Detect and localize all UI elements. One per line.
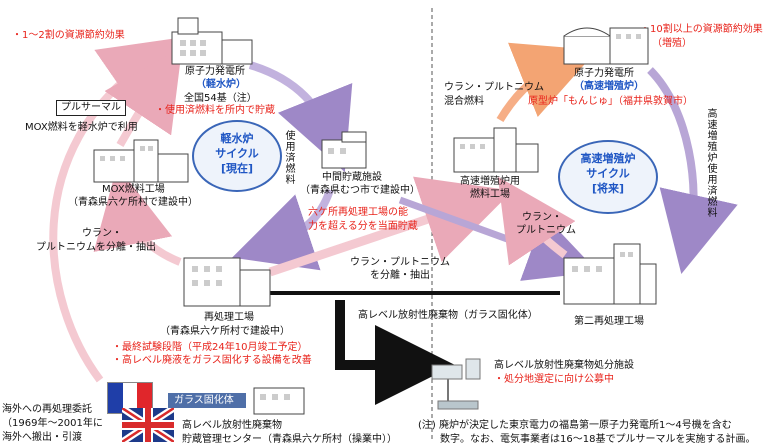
lwr-cycle-oval: 軽水炉 サイクル [現在] xyxy=(192,120,282,192)
disposal-note: ・処分地選定に向け公募中 xyxy=(494,374,614,385)
arrow-mox-to-lwr xyxy=(104,46,183,147)
reprocessing-plant-icon xyxy=(183,257,271,307)
disposal-name: 高レベル放射性廃棄物処分施設 xyxy=(494,360,634,371)
arrow-fbr-plant-to-second-reproc xyxy=(647,67,738,275)
spent-fuel-label: 使用済燃料 xyxy=(283,130,294,185)
center-uranium-label-2: を分離・抽出 xyxy=(370,270,430,281)
fbr-cycle-status: [将来] xyxy=(591,182,625,195)
fbr-fuel-plant-line2: 燃料工場 xyxy=(470,189,510,200)
interim-location: （青森県むつ市で建設中） xyxy=(300,185,420,196)
lwr-cycle-subtitle: サイクル xyxy=(215,147,259,160)
fbr-spent-fuel-label: 高速増殖炉使用済燃料 xyxy=(705,108,716,218)
reprocessing-note-1: ・最終試験段階（平成24年10月竣工予定） xyxy=(112,342,308,353)
lwr-plant-note: ・使用済燃料を所内で貯蔵 xyxy=(155,105,275,116)
storage-center-line2: 貯蔵管理センター（青森県六ケ所村（操業中）） xyxy=(182,434,397,445)
overseas-line-2: （1969年～2001年に xyxy=(2,418,103,429)
lwr-plant-icon xyxy=(171,17,253,65)
interim-note-1: 六ケ所再処理工場の能 xyxy=(308,207,408,218)
arrow-lwr-to-interim xyxy=(248,61,353,173)
storage-center-line1: 高レベル放射性廃棄物 xyxy=(182,420,282,431)
overseas-line-1: 海外への再処理委託 xyxy=(2,404,92,415)
storage-center-icon xyxy=(253,387,305,415)
footnote-line-2: 数字。なお、電気事業者は16～18基でプルサーマルを実施する計画。 xyxy=(440,434,756,445)
mox-plant-icon xyxy=(93,139,189,183)
fbr-uranium-label-1: ウラン・ xyxy=(522,212,562,223)
interim-name: 中間貯蔵施設 xyxy=(322,172,382,183)
second-reprocessing-name: 第二再処理工場 xyxy=(574,316,644,327)
lwr-plant-name: 原子力発電所 xyxy=(185,66,245,77)
arrow-second-reproc-to-fbr-fuel xyxy=(497,176,576,266)
footnote-line-1: (注) 廃炉が決定した東京電力の福島第一原子力発電所1～4号機を含む xyxy=(418,420,732,431)
disposal-facility-icon xyxy=(431,358,481,410)
pluthermal-desc: MOX燃料を軽水炉で利用 xyxy=(25,122,138,133)
reprocessing-location: （青森県六ケ所村で建設中） xyxy=(160,326,290,337)
arrow-fbr-fuel-to-fbr-plant xyxy=(496,42,598,123)
lwr-plant-type: （軽水炉） xyxy=(196,79,246,90)
top-right-note-2: （増殖） xyxy=(652,38,692,49)
mox-plant-name: MOX燃料工場 xyxy=(102,184,165,195)
top-right-note-1: ・10割以上の資源節約効果 xyxy=(640,24,763,35)
interim-note-2: 力を超える分を当面貯蔵 xyxy=(308,221,418,232)
hlw-glass-label: 高レベル放射性廃棄物（ガラス固化体） xyxy=(358,310,538,321)
fbr-cycle-oval: 高速増殖炉 サイクル [将来] xyxy=(558,140,658,214)
fbr-plant-type: （高速増殖炉） xyxy=(574,81,644,92)
uranium-label-left-2: プルトニウムを分離・抽出 xyxy=(36,242,156,253)
top-left-note: ・1～2割の資源節約効果 xyxy=(12,30,125,41)
uk-flag-icon xyxy=(122,408,174,442)
fbr-fuel-plant-icon xyxy=(453,127,539,173)
fbr-plant-icon xyxy=(563,27,649,65)
fbr-cycle-title: 高速増殖炉 xyxy=(580,152,636,165)
mox-plant-location: （青森県六ケ所村で建設中） xyxy=(68,197,198,208)
center-uranium-label-1: ウラン・プルトニウム xyxy=(350,257,450,268)
arrow-hlw-to-disposal xyxy=(335,300,455,405)
uranium-label-left-1: ウラン・ xyxy=(82,228,122,239)
fbr-fuel-plant-line1: 高速増殖炉用 xyxy=(460,176,520,187)
fbr-plant-note: 原型炉「もんじゅ」（福井県敦賀市） xyxy=(528,96,693,107)
second-reprocessing-icon xyxy=(563,243,657,305)
interim-storage-icon xyxy=(321,131,367,169)
reprocessing-name: 再処理工場 xyxy=(204,312,254,323)
mixed-fuel-label-2: 混合燃料 xyxy=(444,96,484,107)
lwr-plant-count: 全国54基（注） xyxy=(184,93,257,104)
fbr-uranium-label-2: プルトニウム xyxy=(516,225,576,236)
arrow-reproc-to-mox xyxy=(93,165,182,266)
fbr-plant-name: 原子力発電所 xyxy=(574,68,634,79)
overseas-line-3: 海外へ搬出・引渡 xyxy=(2,432,82,443)
glass-canister-tag: ガラス固化体 xyxy=(168,393,246,408)
lwr-cycle-title: 軽水炉 xyxy=(220,132,254,145)
lwr-cycle-status: [現在] xyxy=(220,162,254,175)
fbr-cycle-subtitle: サイクル xyxy=(586,167,630,180)
reprocessing-note-2: ・高レベル廃液をガラス固化する設備を改善 xyxy=(112,355,312,366)
mixed-fuel-label-1: ウラン・プルトニウム xyxy=(444,82,544,93)
pluthermal-label: プルサーマル xyxy=(56,100,126,116)
arrow-interim-to-reproc xyxy=(232,188,334,271)
